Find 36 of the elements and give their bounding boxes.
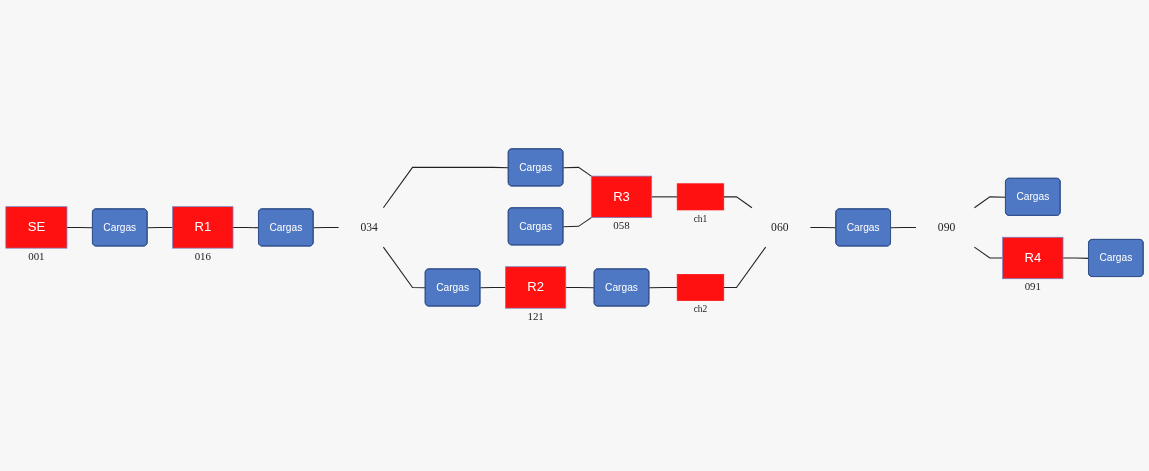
- connector: [651, 196, 678, 198]
- node-box: R3: [590, 175, 653, 219]
- connector: [565, 287, 596, 289]
- connector: [562, 167, 592, 177]
- node-box: SE: [5, 206, 68, 249]
- node-label: ch2: [693, 304, 708, 315]
- node-box: [676, 274, 725, 302]
- connector: [313, 227, 340, 229]
- connector: [479, 287, 506, 289]
- node-label: 001: [28, 249, 45, 262]
- node-box: R4: [1002, 237, 1064, 280]
- node-label: 121: [527, 310, 544, 323]
- node-box: R2: [505, 266, 567, 309]
- node-text: 034: [360, 221, 378, 234]
- node-label: 016: [194, 249, 211, 262]
- connector: [382, 167, 510, 209]
- connector: [232, 227, 260, 229]
- connector: [562, 217, 592, 228]
- connector: [723, 196, 753, 209]
- node-text: 090: [937, 221, 956, 234]
- connector: [973, 196, 1007, 209]
- node-label: ch1: [693, 213, 708, 224]
- node-box: R1: [172, 206, 234, 249]
- node-text: 060: [771, 221, 789, 234]
- node-label: 058: [613, 219, 630, 232]
- connector: [723, 246, 767, 289]
- connector: [809, 227, 837, 229]
- connector: [1062, 257, 1090, 260]
- connector: [146, 227, 174, 229]
- connector: [66, 227, 94, 229]
- node-label: 091: [1024, 280, 1041, 293]
- node-box: [676, 183, 725, 211]
- connector: [648, 287, 678, 289]
- connector: [890, 227, 917, 229]
- connector: [382, 246, 427, 289]
- connector: [973, 246, 1004, 259]
